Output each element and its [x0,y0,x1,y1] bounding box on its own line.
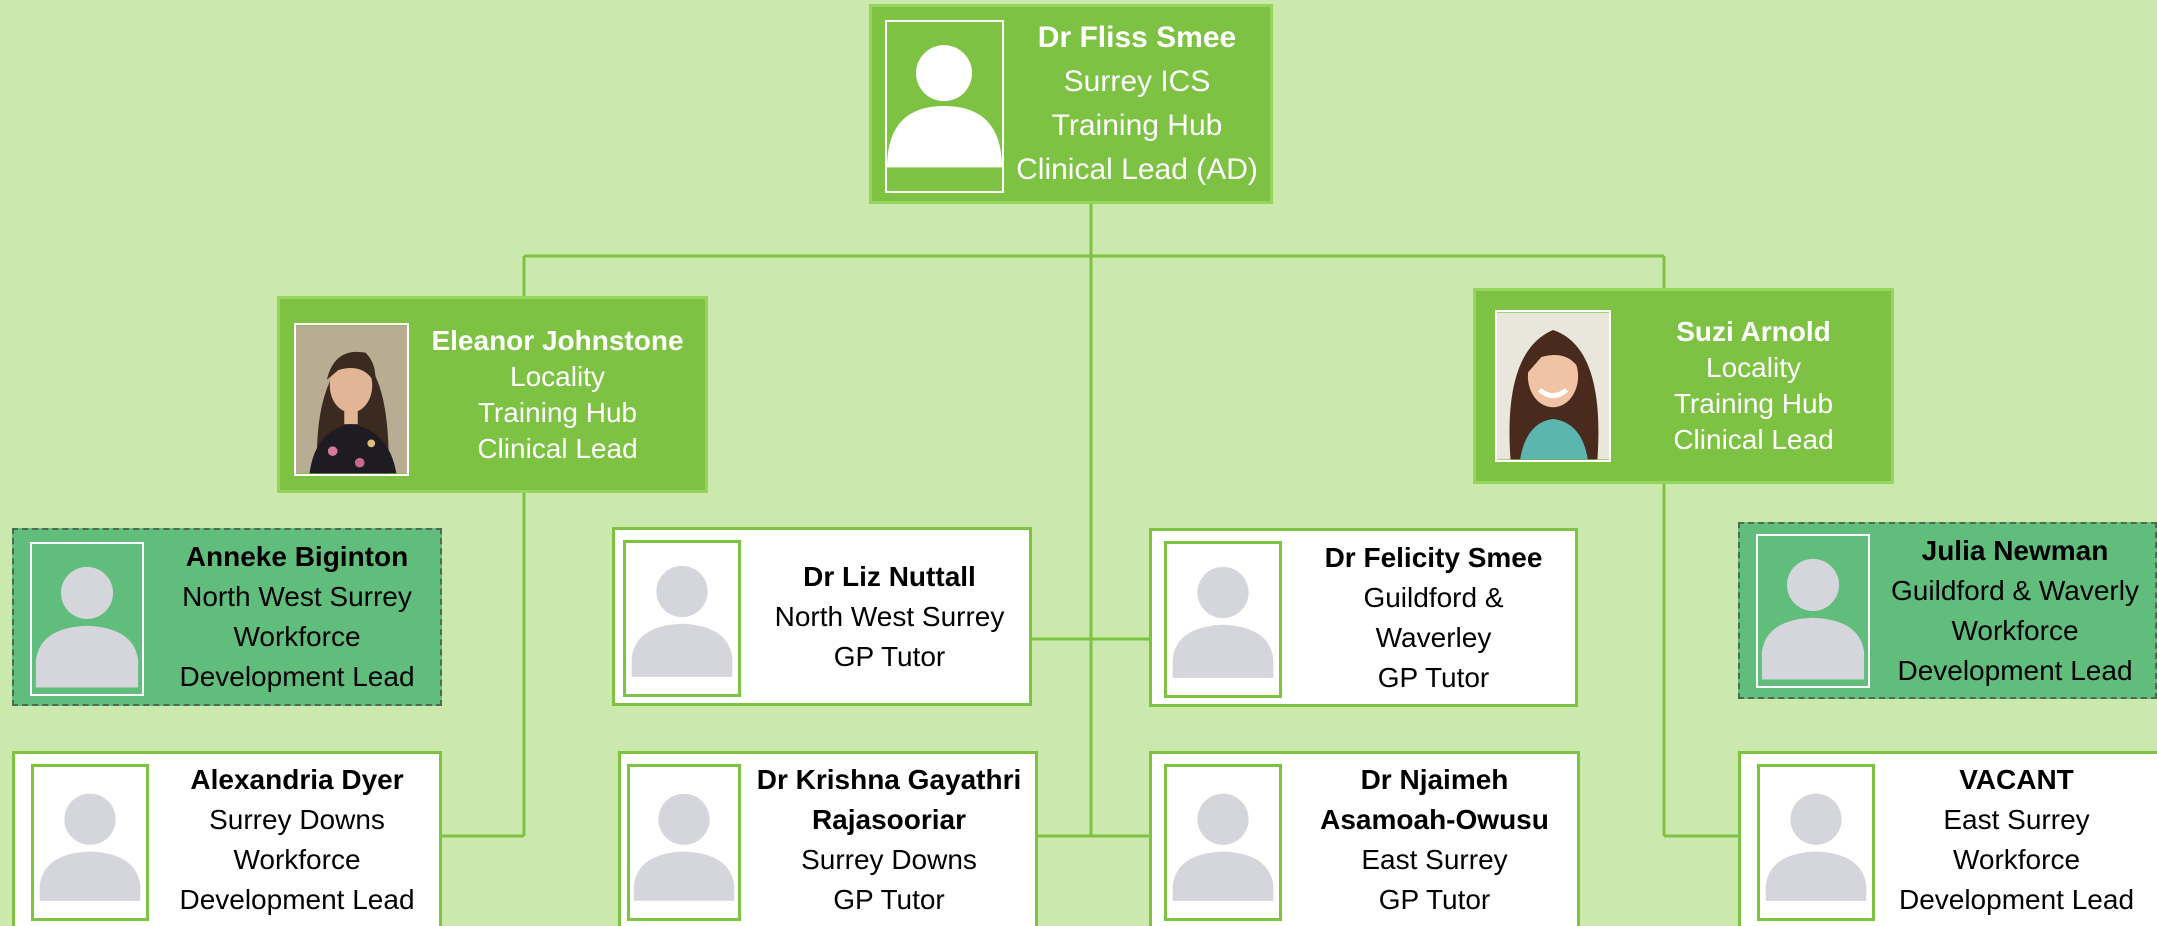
person-silhouette-icon [1765,793,1867,901]
njaimeh-name-line: Asamoah-Owusu [1320,804,1549,835]
avatar-placeholder [627,764,741,921]
left-lead-role-line: Locality [510,360,605,392]
top-lead-role-line: Surrey ICS [1063,65,1211,98]
krishna-role-line: Surrey Downs [801,844,977,875]
top-lead-role-line: Training Hub [1051,109,1223,142]
felicity-card: Dr Felicity Smee Guildford & Waverley GP… [1149,528,1578,707]
right-lead-role-line: Training Hub [1673,388,1834,419]
vacant-card: VACANT East Surrey Workforce Development… [1738,751,2157,926]
anneke-text: Anneke Biginton North West Surrey Workfo… [154,530,440,704]
felicity-name: Dr Felicity Smee [1324,541,1543,573]
person-silhouette-icon [35,566,139,688]
vacant-role-line: Workforce [1952,844,2081,875]
left-lead-role-line: Clinical Lead [477,432,638,464]
vacant-name: VACANT [1959,764,2074,795]
liz-card: Dr Liz Nuttall North West Surrey GP Tuto… [612,527,1032,706]
krishna-name-line: Dr Krishna Gayathri [756,764,1022,795]
njaimeh-card: Dr Njaimeh Asamoah-Owusu East Surrey GP … [1149,751,1580,926]
top-lead-text: Dr Fliss Smee Surrey ICS Training Hub Cl… [1004,7,1270,201]
avatar-placeholder [1164,764,1282,921]
right-lead-text: Suzi Arnold Locality Training Hub Clinic… [1626,291,1881,481]
julia-role-line: Guildford & Waverly [1891,574,2139,606]
anneke-name: Anneke Biginton [185,541,409,572]
left-lead-card: Eleanor Johnstone Locality Training Hub … [277,296,708,493]
eleanor-photo [294,323,409,476]
njaimeh-name-line: Dr Njaimeh [1360,764,1509,795]
top-lead-name: Dr Fliss Smee [1037,21,1237,54]
njaimeh-role-line: East Surrey [1361,844,1508,875]
right-lead-name: Suzi Arnold [1676,316,1831,347]
avatar-placeholder [30,542,144,696]
anneke-card: Anneke Biginton North West Surrey Workfo… [12,528,442,706]
person-silhouette-icon [887,22,1002,191]
left-lead-name: Eleanor Johnstone [431,324,684,356]
alexandria-role-line: Development Lead [179,884,415,915]
right-lead-role-line: Locality [1706,352,1801,383]
person-silhouette-icon [631,565,733,677]
person-silhouette-icon [1172,793,1274,901]
left-lead-text: Eleanor Johnstone Locality Training Hub … [410,299,705,490]
julia-role-line: Development Lead [1897,654,2133,686]
julia-text: Julia Newman Guildford & Waverly Workfor… [1875,524,2155,697]
person-silhouette-icon [633,793,735,901]
alexandria-role-line: Surrey Downs [209,804,385,835]
alexandria-name: Alexandria Dyer [190,764,404,795]
vacant-role-line: East Surrey [1943,804,2090,835]
right-lead-card: Suzi Arnold Locality Training Hub Clinic… [1473,288,1894,484]
felicity-role-line: Waverley [1375,621,1492,653]
alexandria-card: Alexandria Dyer Surrey Downs Workforce D… [12,751,442,926]
felicity-text: Dr Felicity Smee Guildford & Waverley GP… [1292,531,1575,704]
avatar-placeholder [31,764,149,921]
liz-name: Dr Liz Nuttall [803,560,976,592]
felicity-role-line: GP Tutor [1377,661,1490,693]
julia-role-line: Workforce [1951,614,2079,646]
krishna-name-line: Rajasooriar [811,804,967,835]
top-lead-role-line: Clinical Lead (AD) [1016,153,1258,186]
portrait-woman-dark-hair-icon [296,325,407,474]
krishna-card: Dr Krishna Gayathri Rajasooriar Surrey D… [618,751,1038,926]
liz-text: Dr Liz Nuttall North West Surrey GP Tuto… [750,530,1029,703]
person-silhouette-icon [1172,566,1274,678]
julia-card: Julia Newman Guildford & Waverly Workfor… [1738,522,2157,699]
alexandria-role-line: Workforce [233,844,361,875]
avatar-placeholder [885,20,1004,193]
person-silhouette-icon [1761,558,1865,680]
portrait-woman-smiling-icon [1497,312,1609,460]
avatar-placeholder [1756,534,1870,688]
top-lead-card: Dr Fliss Smee Surrey ICS Training Hub Cl… [869,4,1273,204]
avatar-placeholder [1757,764,1875,921]
njaimeh-role-line: GP Tutor [1378,884,1491,915]
avatar-placeholder [623,540,741,697]
felicity-role-line: Guildford & [1363,581,1504,613]
vacant-role-line: Development Lead [1898,884,2135,915]
anneke-role-line: Development Lead [179,661,415,692]
julia-name: Julia Newman [1921,534,2109,566]
person-silhouette-icon [39,793,141,901]
anneke-role-line: Workforce [233,621,361,652]
suzi-photo [1495,310,1611,462]
krishna-role-line: GP Tutor [833,884,945,915]
left-lead-role-line: Training Hub [477,396,638,428]
right-lead-role-line: Clinical Lead [1673,424,1834,455]
alexandria-text: Alexandria Dyer Surrey Downs Workforce D… [155,754,439,926]
anneke-role-line: North West Surrey [182,581,412,612]
vacant-text: VACANT East Surrey Workforce Development… [1876,754,2157,926]
njaimeh-text: Dr Njaimeh Asamoah-Owusu East Surrey GP … [1292,754,1577,926]
liz-role-line: North West Surrey [774,600,1005,632]
krishna-text: Dr Krishna Gayathri Rajasooriar Surrey D… [743,754,1035,926]
avatar-placeholder [1164,541,1282,698]
liz-role-line: GP Tutor [833,640,946,672]
